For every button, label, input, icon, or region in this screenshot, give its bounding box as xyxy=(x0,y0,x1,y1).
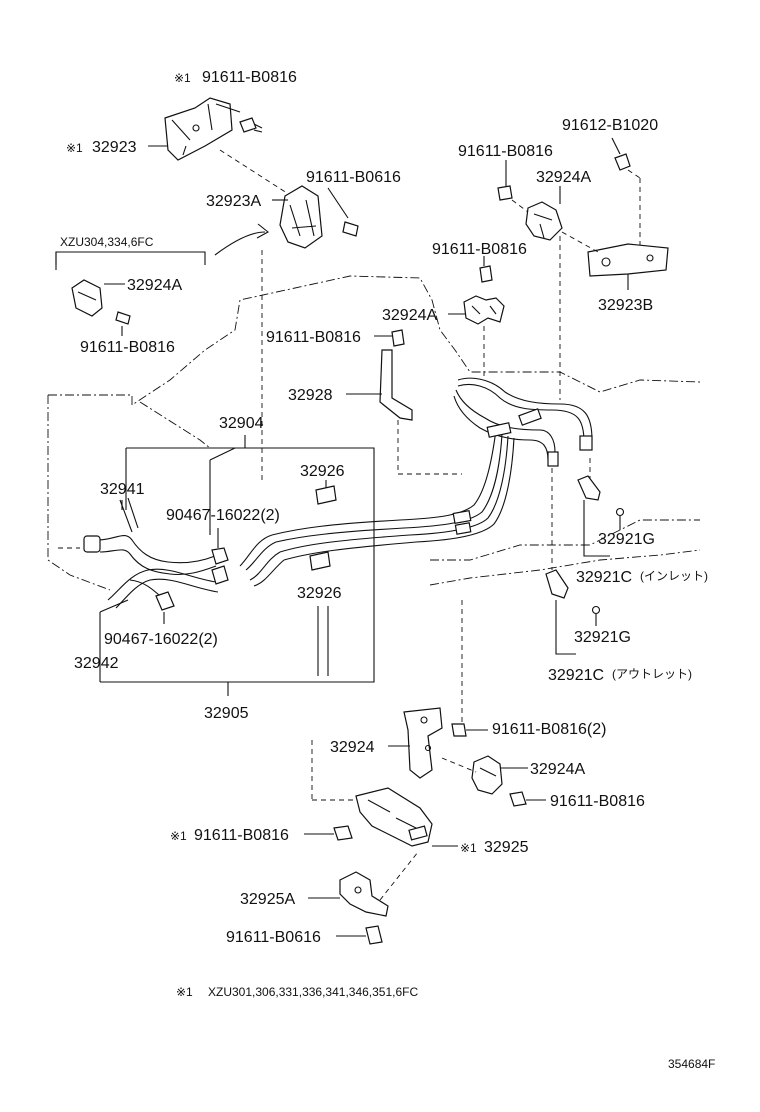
label-32923: 32923 xyxy=(92,139,137,156)
label-32928: 32928 xyxy=(288,387,333,404)
label-inlet: (インレット) xyxy=(640,569,708,583)
label-32924: 32924 xyxy=(330,739,375,756)
bolt-icon xyxy=(239,117,263,133)
bracket-32923 xyxy=(164,97,233,161)
label-91611-b0616-bot: 91611-B0616 xyxy=(226,929,321,946)
fitting-32921c-outlet xyxy=(545,569,601,615)
label-32925a: 32925A xyxy=(240,891,295,908)
fitting-32921c-inlet xyxy=(577,475,625,517)
label-32926-top: 32926 xyxy=(300,463,345,480)
pipe-bundle xyxy=(239,377,593,587)
label-90467-bottom: 90467-16022(2) xyxy=(104,631,218,648)
label-32921g-1: 32921G xyxy=(598,531,655,548)
bolt-icon xyxy=(451,723,467,737)
label-32924a-low: 32924A xyxy=(530,761,585,778)
bolt-icon xyxy=(333,825,353,841)
label-91611-b0816-mid: 91611-B0816 xyxy=(266,329,361,346)
bracket-32923b xyxy=(587,243,669,277)
label-xzu304: XZU304,334,6FC xyxy=(60,235,154,249)
label-32924a-left: 32924A xyxy=(127,277,182,294)
figure-id: 354684F xyxy=(668,1057,715,1071)
bolt-icon xyxy=(509,791,527,807)
note-mark: ※1 xyxy=(66,141,83,155)
hose-32941 xyxy=(83,497,217,576)
label-32921c-inlet: 32921C xyxy=(576,569,632,586)
bolt-icon xyxy=(342,221,359,237)
label-91611-b0816-top: 91611-B0816 xyxy=(202,69,297,86)
label-91611-b0816-2: 91611-B0816(2) xyxy=(492,721,606,738)
bolt-icon xyxy=(365,925,383,945)
note-mark: ※1 xyxy=(174,71,191,85)
clamp-32924a-left xyxy=(71,279,103,317)
label-32925: 32925 xyxy=(484,839,529,856)
clamp-32924a-low xyxy=(471,755,503,795)
sleeve-32926-bottom xyxy=(309,551,331,571)
bracket-32928 xyxy=(379,349,413,421)
footnote-text: XZU301,306,331,336,341,346,351,6FC xyxy=(208,985,418,999)
label-32926-bottom: 32926 xyxy=(297,585,342,602)
label-32942: 32942 xyxy=(74,655,119,672)
clip-90467-top xyxy=(211,547,229,585)
bracket-32924 xyxy=(403,707,443,779)
note-mark: ※1 xyxy=(460,841,477,855)
label-32904: 32904 xyxy=(219,415,264,432)
bolt-icon xyxy=(391,329,405,347)
label-91611-b0816-r1: 91611-B0816 xyxy=(458,143,553,160)
bolt-icon xyxy=(115,311,131,325)
label-91611-b0816-low: 91611-B0816 xyxy=(550,793,645,810)
label-91611-b0616-top: 91611-B0616 xyxy=(306,169,401,186)
label-91612-b1020: 91612-B1020 xyxy=(562,117,658,134)
label-91611-b0816-left: 91611-B0816 xyxy=(80,339,175,356)
label-32923a: 32923A xyxy=(206,193,261,210)
labels: ※1 91611-B0816 ※1 32923 91611-B0616 3292… xyxy=(60,69,715,1071)
label-32921g-2: 32921G xyxy=(574,629,631,646)
bracket-32925 xyxy=(355,787,433,847)
label-32924a-r1: 32924A xyxy=(536,169,591,186)
bolt-icon xyxy=(479,265,493,283)
clamp-32924a-right xyxy=(525,201,563,241)
bracket-32925a xyxy=(339,871,389,917)
bracket-32923a xyxy=(279,185,323,249)
sleeve-32926-top xyxy=(315,485,337,505)
label-outlet: (アウトレット) xyxy=(612,667,692,681)
clamp-32924a-mid xyxy=(463,295,505,325)
label-91611-b0816-star: 91611-B0816 xyxy=(194,827,289,844)
label-32923b: 32923B xyxy=(598,297,653,314)
bolt-icon xyxy=(497,185,513,201)
label-32921c-outlet: 32921C xyxy=(548,667,604,684)
frame-outline xyxy=(47,275,701,591)
label-32941: 32941 xyxy=(100,481,145,498)
note-mark: ※1 xyxy=(170,829,187,843)
label-90467-top: 90467-16022(2) xyxy=(166,507,280,524)
label-32924a-mid: 32924A xyxy=(382,307,437,324)
footnote-mark: ※1 xyxy=(176,985,193,999)
bolt-icon xyxy=(614,153,631,171)
label-91611-b0816-r2: 91611-B0816 xyxy=(432,241,527,258)
clip-90467-bottom xyxy=(155,591,175,611)
label-32905: 32905 xyxy=(204,705,249,722)
